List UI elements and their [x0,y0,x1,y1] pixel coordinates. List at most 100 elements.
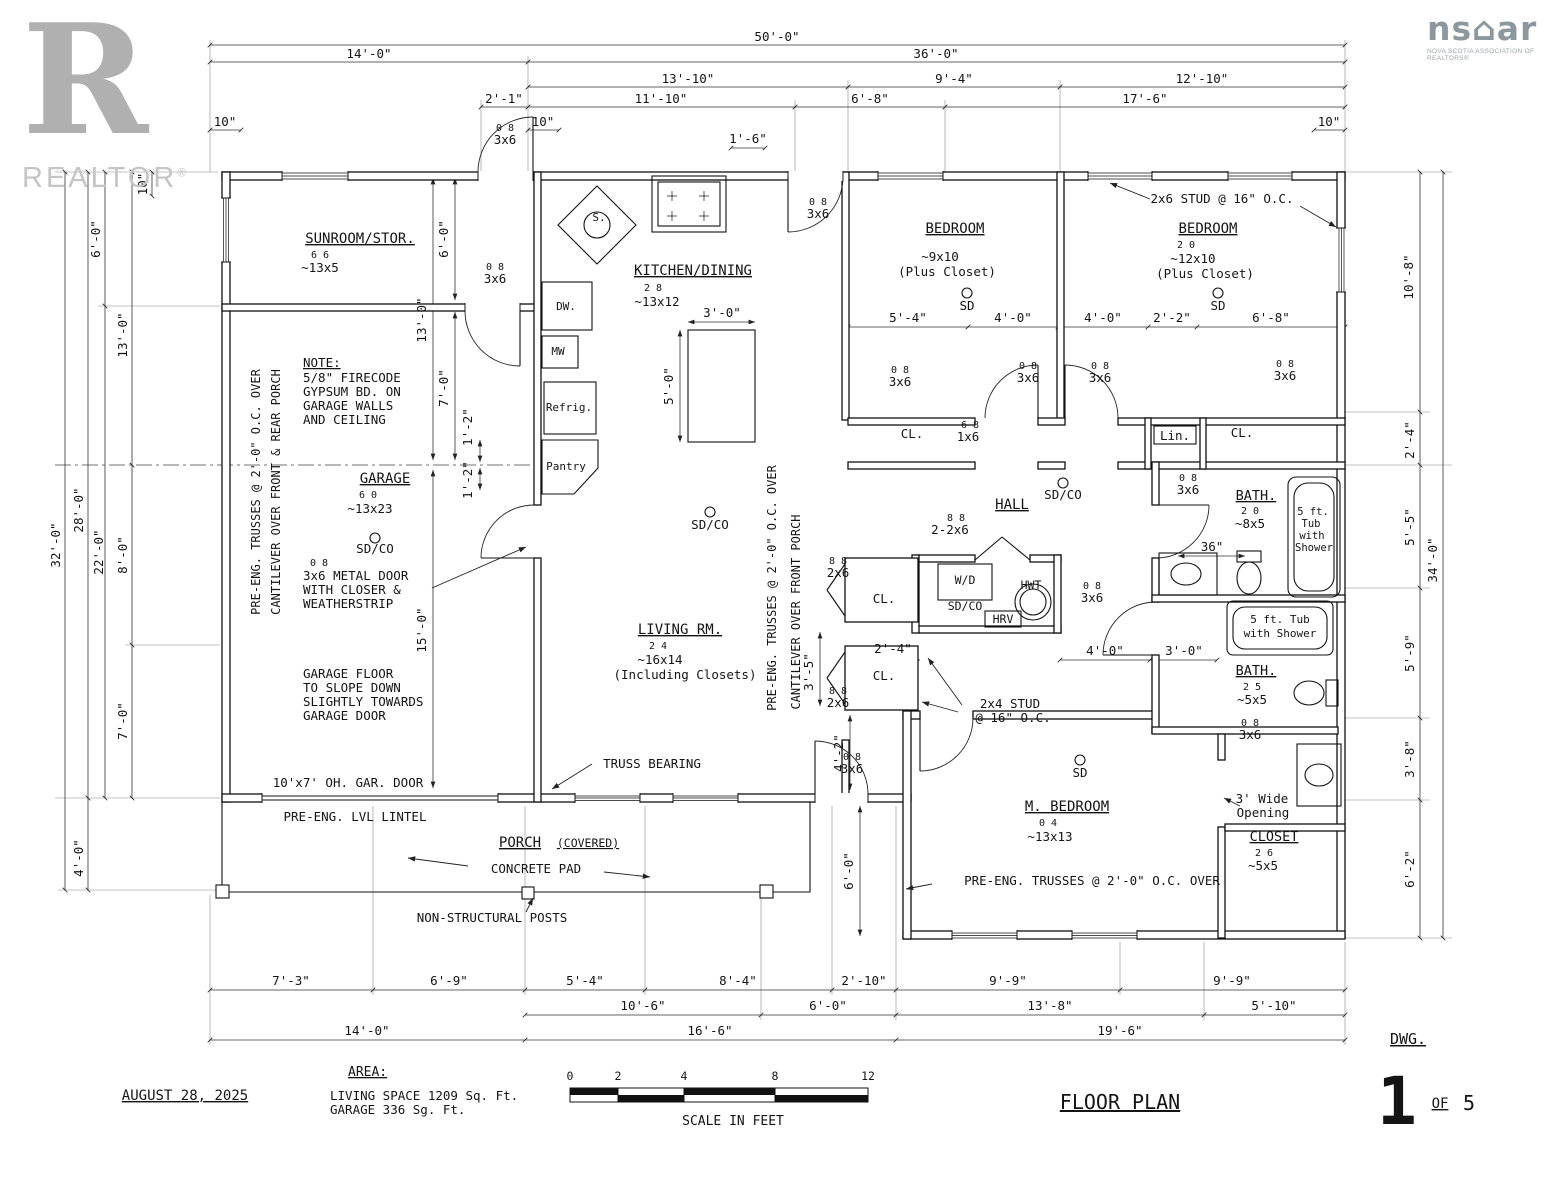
plan-label: 3x6 METAL DOOR [303,568,409,583]
plan-label: 5'-10" [1251,998,1296,1013]
plan-label: 5'-5" [1402,508,1417,546]
dimension-lines-layer [62,42,1446,1043]
plan-label: 9'-9" [1213,973,1251,988]
plan-label: SD [959,298,974,313]
plan-label: ~13x12 [634,294,679,309]
area-living-space: LIVING SPACE 1209 Sq. Ft. [330,1088,518,1103]
room-label-closet-bed1: CL. [901,426,924,441]
plan-label: ~13x13 [1027,829,1072,844]
pantry [541,439,599,495]
doors-layer [464,116,1210,795]
nsar-wordmark: ns⌂ar [1427,12,1545,45]
plan-label: 0 [567,1069,574,1083]
plan-label: 15'-0" [414,607,429,652]
plan-label: 3x6 [1089,370,1112,385]
plan-label: 2x6 [827,565,850,580]
nsar-ar: ar [1496,9,1538,48]
bath1-tub [1287,476,1341,598]
plan-label: 3'-0" [1165,643,1203,658]
room-label-closet-bed2: CL. [1231,425,1254,440]
plan-label: 3'-8" [1402,740,1417,778]
plan-label: 6'-8" [1252,310,1290,325]
plan-label: 6'-0" [88,220,103,258]
room-label-kitchen-dining: KITCHEN/DINING [634,263,752,279]
plan-label: GARAGE WALLS [303,398,393,413]
plan-label: 6 6 [311,250,329,261]
plan-label: 36'-0" [913,46,958,61]
smoke-detector [369,532,381,544]
plan-label: 3x6 [1239,727,1262,742]
kitchen-island [687,329,756,443]
plan-label: 2x4 STUD [980,696,1040,711]
plan-label: TO SLOPE DOWN [303,680,401,695]
plan-label: 8 8 [829,556,847,567]
plan-label: SLIGHTLY TOWARDS [303,694,423,709]
plan-label: 8'-4" [719,973,757,988]
plan-label: 28'-0" [71,487,86,532]
porch-post [215,884,230,899]
plan-label: 5'-4" [889,310,927,325]
area-garage: GARAGE 336 Sg. Ft. [330,1102,465,1117]
plan-label: DW. [556,300,576,313]
kitchen-sink [583,211,611,239]
plan-label: 8 8 [947,513,965,524]
plan-label: MW [551,345,565,358]
plan-label: 1'-2" [460,461,475,499]
plan-label: 10" [1318,114,1341,129]
refrigerator [543,381,597,435]
plan-label: AND CEILING [303,412,386,427]
plan-label: ~13x23 [347,501,392,516]
plan-label: (Plus Closet) [898,264,996,279]
plan-label: NON-STRUCTURAL POSTS [417,910,568,925]
plan-label: PRE-ENG. TRUSSES @ 2'-0" O.C. OVER [964,873,1220,888]
plan-label: CL. [873,591,896,606]
plan-label: 7'-0" [436,369,451,407]
plan-label: HWT [1021,578,1042,592]
washer-dryer [937,563,993,601]
plan-label: 0 4 [1039,818,1057,829]
smoke-detector [1074,754,1086,766]
smoke-detector [704,506,716,518]
plan-label: 4'-2" [831,734,846,772]
plan-label: PRE-ENG. TRUSSES @ 2'-0" O.C. OVER [765,464,779,710]
room-label-garage: GARAGE [360,471,411,487]
plan-label: 3x6 [807,206,830,221]
plan-label: 4'-0" [994,310,1032,325]
plan-label: GARAGE FLOOR [303,666,394,681]
plan-label: 3x6 [484,271,507,286]
room-label-sunroom: SUNROOM/STOR. [305,231,415,247]
bath1-toilet [1236,561,1262,595]
plan-label: 0 8 [843,752,861,763]
plan-label: 17'-6" [1122,91,1167,106]
plan-label: 10" [532,114,555,129]
plan-label: WITH CLOSER & [303,582,401,597]
plan-label: PRE-ENG. LVL LINTEL [284,809,427,824]
bath1-vanity [1158,552,1218,596]
plan-label: W/D [955,573,976,587]
plan-label: 2x6 [827,695,850,710]
leaders-layer [407,182,1337,913]
plan-label: 8 [772,1069,779,1083]
plan-label: 6 0 [359,490,377,501]
plan-label: 2 4 [649,641,667,652]
sheet-total: 5 [1463,1091,1475,1115]
plan-label: 0 8 [1091,361,1109,372]
plan-label: 5'-9" [1402,634,1417,672]
plan-label: 6'-0" [841,852,856,890]
hot-water-tank [1014,583,1052,621]
plan-label: S. [592,211,605,224]
house-icon: ⌂ [1472,9,1497,48]
kitchen-sink-counter [557,185,637,265]
plan-label: 0 8 [1083,581,1101,592]
bath2-tub [1226,600,1334,656]
plan-label: TRUSS BEARING [603,756,701,771]
plan-label: ~13x5 [301,260,339,275]
plan-label: 8 8 [829,686,847,697]
sheet-number: 1 [1377,1063,1417,1140]
room-label-living: LIVING RM. [638,622,722,638]
plan-label: with Shower [1244,627,1317,640]
plan-label: CANTILEVER OVER FRONT & REAR PORCH [269,369,283,615]
smoke-detector [1057,477,1069,489]
